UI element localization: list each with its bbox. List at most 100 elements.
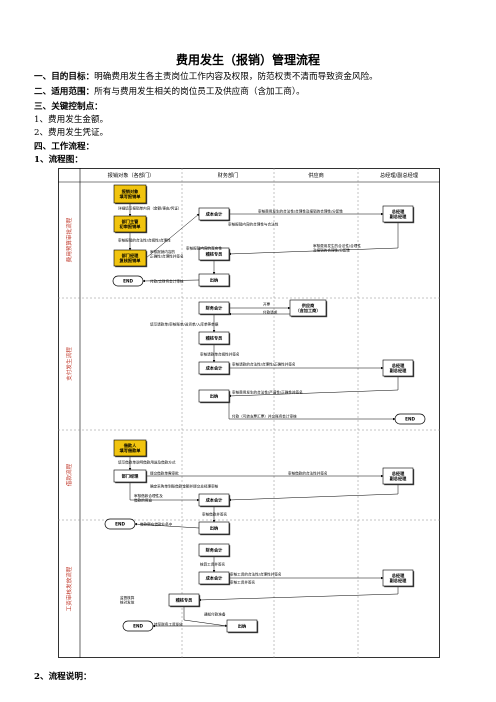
node-shape — [198, 301, 230, 315]
end-terminator: END — [112, 275, 144, 287]
process-node: 稽核专员 — [168, 593, 201, 608]
node-label: 成本会计 — [206, 210, 224, 217]
node-shape — [198, 571, 230, 585]
node-label: 部门经理 — [122, 472, 140, 479]
process-node: 总经理副总经理 — [382, 359, 415, 378]
node-label: 财务会计 — [206, 304, 224, 311]
node-shape — [198, 331, 230, 345]
flow-note: 审核请款的合法性/合理性/正确性并签名 — [232, 361, 296, 366]
end-terminator: END — [122, 620, 154, 632]
node-shape — [382, 359, 414, 377]
process-node: 出纳 — [198, 273, 231, 288]
flow-note: 付款（可转支票汇票）并交账务会计审核 — [232, 413, 297, 418]
node-shape — [113, 249, 147, 267]
process-node: 财务会计 — [198, 543, 231, 558]
process-node: 部门经理复核报销单 — [113, 249, 148, 268]
flow-note: 审核借款并签名 — [202, 511, 228, 516]
flow-note: 开票 — [263, 301, 271, 306]
process-node: 总经理副总经理 — [382, 205, 415, 224]
process-node: 成本会计 — [198, 571, 231, 586]
node-label: 成本会计 — [206, 496, 224, 503]
node-shape — [113, 439, 147, 457]
process-node: 报销对象填写报销单 — [113, 184, 148, 205]
flow-arrow — [228, 222, 399, 256]
node-label: END — [115, 521, 125, 526]
flow-arrow — [228, 376, 399, 398]
node-shape — [382, 569, 414, 587]
process-node: 部门主管初审报销单 — [113, 215, 148, 234]
frame-border — [58, 168, 440, 658]
terminator-shape — [122, 620, 154, 632]
node-label: END — [133, 623, 143, 628]
terminator-shape — [104, 518, 136, 530]
description-heading: 2、流程说明： — [34, 672, 92, 682]
node-shape — [113, 469, 147, 483]
node-label: 稽核专员 — [176, 596, 194, 603]
flow-note: 审核报销内容的合理性与合法性 — [228, 221, 279, 226]
process-node: 稽核专员 — [198, 247, 231, 262]
node-label: 总经理副总经理 — [390, 208, 408, 220]
terminator-shape — [394, 413, 426, 425]
node-shape — [113, 184, 147, 204]
node-label: 出纳 — [210, 392, 218, 399]
node-label: 成本会计 — [206, 364, 224, 371]
document-title: 费用发生（报销）管理流程 — [175, 53, 320, 67]
node-shape — [198, 543, 230, 557]
process-node: 部门经理 — [113, 469, 148, 484]
purpose-heading: 一、目的目标： — [34, 72, 95, 82]
flow-note: 审核工资的合法性/合理性并签名 — [230, 571, 282, 576]
flow-note: 填写借款单说明借款用途及借款方式 — [118, 459, 176, 464]
process-node: 总经理副总经理 — [382, 467, 415, 486]
flow-note: 核算工资并签名 — [200, 561, 226, 566]
lane-label: 支付发生流程 — [65, 347, 73, 381]
process-heading: 四、工作流程： — [34, 142, 95, 152]
node-label: 稽核专员 — [206, 334, 224, 341]
flow-arrow — [198, 586, 399, 602]
process-node: 供应商（含加工商） — [289, 299, 328, 318]
column-header: 报销对象（各部门） — [108, 171, 155, 179]
process-node: 成本会计 — [198, 361, 231, 376]
flow-note: 审核费用发生的合法性/合理性及报销的合理性/分配性 — [258, 208, 343, 213]
scope-heading: 二、适用范围： — [34, 87, 95, 97]
flow-note: 审核报销内容的真实性 — [186, 245, 222, 250]
node-shape — [382, 205, 414, 223]
node-label: 出纳 — [238, 622, 246, 629]
node-shape — [198, 521, 230, 535]
lane-label: 工资审核发放流程 — [65, 566, 73, 611]
node-label: 借款人填写借款单 — [120, 442, 142, 454]
flow-edges — [128, 203, 399, 628]
control-item-2: 2、费用发生凭证。 — [34, 128, 109, 138]
flow-arrow — [228, 484, 399, 502]
node-label: 总经理副总经理 — [390, 362, 408, 374]
node-shape — [113, 215, 147, 233]
column-header: 总经理/副总经理 — [380, 171, 419, 179]
node-label: 财务会计 — [206, 546, 224, 553]
scope-text: 所有与费用发生相关的岗位员工及供应商（含加工商）。 — [94, 87, 305, 97]
flow-note: 详细填写报销单内容（金额/事由/凭证） — [118, 205, 182, 210]
end-terminator: END — [394, 413, 426, 425]
flow-arrow — [142, 279, 200, 283]
purpose-text: 明确费用发生各主责岗位工作内容及权限，防范权责不清而导致资金风险。 — [94, 72, 378, 82]
node-label: 总经理副总经理 — [390, 470, 408, 482]
node-label: 供应商（含加工商） — [295, 302, 320, 314]
flow-note: 审核工资并签名 — [230, 579, 256, 584]
flow-arrow — [129, 482, 200, 502]
node-shape — [198, 361, 230, 375]
flow-note: 填写请款单/审核账单/送货单/入库单等单据 — [150, 321, 219, 326]
node-label: END — [123, 278, 133, 283]
node-shape — [198, 207, 230, 221]
node-shape — [198, 247, 230, 261]
node-label: END — [405, 416, 415, 421]
process-node: 稽核专员 — [198, 331, 231, 346]
node-label: 出纳 — [210, 276, 218, 283]
purpose-line: 一、目的目标：明确费用发生各主责岗位工作内容及权限，防范权责不清而导致资金风险。 — [34, 72, 378, 83]
process-node: 出纳 — [198, 389, 231, 404]
flow-note: 审核费用发生的合法性/合理性及报销的合理性/分配性 — [313, 243, 361, 253]
flow-note: 审核借款合理性及借款的用途 — [134, 493, 163, 503]
lane-label: 借款流程 — [65, 463, 73, 486]
node-shape — [198, 493, 230, 507]
control-heading: 三、关键控制点： — [34, 102, 103, 112]
node-shape — [289, 299, 327, 317]
flow-note: 付款请求 — [263, 309, 278, 314]
node-label: 部门主管初审报销单 — [120, 218, 142, 230]
